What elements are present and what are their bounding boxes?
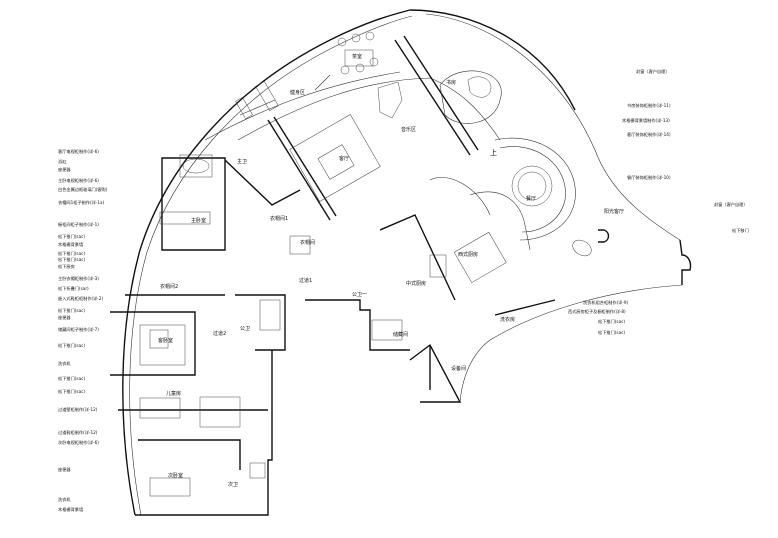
note: 松下折叠门(sar) (58, 285, 89, 292)
label-music: 音乐区 (401, 126, 416, 133)
label-second-bed: 次卧室 (168, 472, 183, 479)
note: 木格栅背景墙制作(详-13) (622, 117, 670, 124)
note: 洗衣机组合柜制作(详-9) (583, 299, 628, 306)
note: 洗衣机 (58, 360, 71, 367)
label-sun-room: 阳光客厅 (604, 208, 624, 215)
master-bed (139, 324, 186, 366)
note: 客厅装饰柜制作(详-14) (627, 131, 671, 138)
label-western-kitchen: 西式厨房 (458, 251, 478, 258)
note: 封窗（客户自理） (714, 201, 748, 208)
label-up: 上 (490, 148, 497, 157)
furniture (139, 31, 610, 497)
second-bed (149, 477, 191, 497)
wardrobe (199, 396, 241, 428)
kitchen-island (453, 231, 507, 283)
note: 主卧衣帽柜制作(详-3) (58, 275, 99, 282)
interior-walls (110, 35, 576, 470)
dining-table (511, 165, 553, 207)
label-cloakroom: 衣帽间 (300, 239, 315, 246)
label-second-bath: 次卫 (228, 481, 238, 488)
note: 木格栅背景墙 (58, 506, 83, 513)
closet-cabinet (159, 211, 211, 225)
label-storage: 储藏间 (393, 331, 408, 338)
treadmill (255, 81, 279, 111)
note: 松下推门(sac) (58, 342, 85, 349)
label-master-bath: 主卫 (237, 158, 247, 165)
label-gym: 健身区 (290, 89, 305, 96)
label-guest-bed: 客卧室 (158, 337, 173, 344)
note: 衣帽间1柜子制作(详-1a) (58, 199, 105, 206)
label-tea: 茶室 (352, 53, 362, 60)
left-annotations: 客厅电视柜制作(详-6) 浴缸 座便器 主卧电视柜制作(详-6) 白色金属边框玻… (58, 148, 108, 513)
bathtub (179, 154, 213, 178)
label-living: 客厅 (339, 155, 349, 162)
label-public-bath: 公卫 (240, 326, 250, 332)
label-study: 书房 (446, 79, 456, 86)
note: 浴缸 (58, 158, 67, 165)
child-bed (139, 397, 181, 419)
note: 松下推门(sac) (58, 307, 85, 314)
note: 松下推门(sac) (58, 375, 85, 382)
note: 座便器 (58, 314, 71, 321)
note: 西式厨房柜子及橱柜制作(详-8) (568, 308, 626, 315)
label-equipment: 设备间 (451, 365, 466, 372)
note: 书房装饰柜制作(详-11) (627, 102, 671, 109)
note: 松下推门(sac) (58, 388, 85, 395)
room-labels: 茶室 健身区 书房 音乐区 客厅 主卫 主卧室 衣帽间1 衣帽间 衣帽间2 过道… (158, 53, 624, 488)
label-child-room: 儿童房 (166, 390, 181, 397)
note: 洗衣机 (58, 496, 71, 503)
note: 松下移门 (732, 227, 749, 234)
label-corridor2: 过道2 (213, 330, 226, 337)
label-closet1: 衣帽间1 (270, 215, 288, 222)
note: 次卧电视柜制作(详-6) (58, 439, 99, 446)
note: 松下推门(sac) (598, 318, 625, 325)
note: 木格栅背景墙 (58, 241, 83, 248)
note: 松下推门(sac) (58, 250, 85, 257)
note: 储藏间柜子制作(详-7) (58, 326, 99, 333)
note: 主卧电视柜制作(详-6) (58, 177, 99, 184)
note: 过道壁柜制作(详-12) (58, 406, 98, 413)
note: 座便器 (58, 166, 71, 173)
label-corridor1: 过道1 (299, 277, 312, 284)
label-closet2: 衣帽间2 (160, 283, 178, 290)
study-rug (439, 70, 502, 124)
outer-walls (122, 9, 692, 516)
coffee-table (317, 144, 355, 180)
note: 松下推门(sac) (58, 256, 85, 263)
note: 座便器 (58, 466, 71, 473)
label-master-bed: 主卧室 (191, 217, 206, 224)
note: 松下推门(sac) (58, 233, 85, 240)
label-dining: 餐厅 (526, 195, 536, 202)
note: 松下推门(sac) (598, 329, 625, 336)
note: 客厅电视柜制作(详-6) (58, 148, 99, 155)
piano (377, 81, 403, 119)
note: 橱柜间柜子制作(详-1) (58, 221, 99, 228)
note: 过道鞋柜制作(详-12) (58, 429, 98, 436)
right-annotations: 封窗（客户自理） 书房装饰柜制作(详-11) 木格栅背景墙制作(详-13) 客厅… (568, 68, 749, 336)
note: 松下厨房 (58, 263, 75, 270)
note: 餐厅装饰柜制作(详-10) (627, 174, 671, 181)
label-public-bath1: 公卫一 (352, 292, 367, 298)
note: 封窗（客户自理） (636, 68, 670, 75)
note: 白色金属边框玻璃门(客购) (58, 186, 108, 193)
note: 嵌入式鞋柜柜制作(详-2) (58, 295, 103, 302)
label-laundry: 洗衣房 (500, 316, 515, 323)
living-sofa (289, 114, 381, 202)
label-chinese-kitchen: 中式厨房 (406, 280, 426, 287)
